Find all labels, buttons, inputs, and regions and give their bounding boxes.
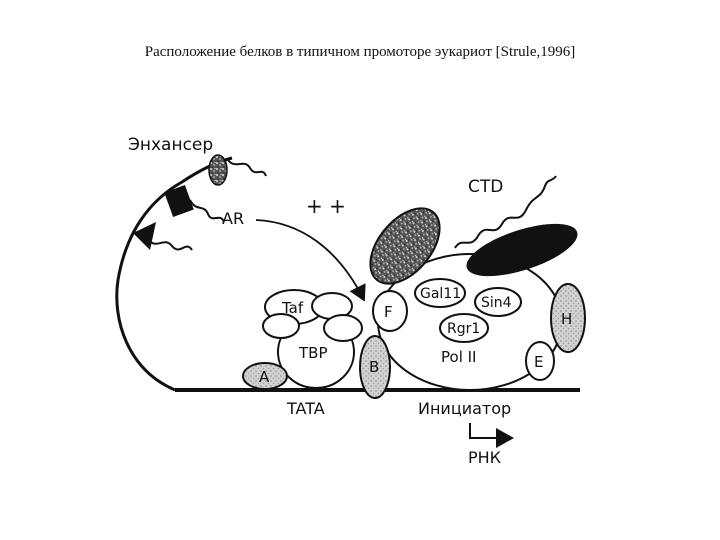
factor-h-label: H	[561, 310, 572, 328]
activation-domain-2	[189, 199, 225, 223]
factor-f-label: F	[384, 303, 393, 321]
gal11-oval	[414, 278, 466, 308]
activation-domain-3	[227, 159, 267, 177]
activation-arrow	[255, 219, 366, 302]
speckled-factor	[369, 207, 441, 285]
pol-ii-label: Pol II	[441, 348, 476, 366]
factor-f	[372, 290, 408, 332]
sin4-oval	[474, 287, 522, 317]
sin4-label: Sin4	[481, 295, 512, 311]
plus-signs: + +	[306, 194, 346, 218]
rgr1-oval	[439, 313, 489, 343]
factor-b	[359, 335, 391, 399]
transcription-start-arrow	[469, 423, 514, 448]
taf-oval-3	[262, 313, 300, 339]
factor-e	[525, 341, 555, 381]
gal11-label: Gal11	[420, 286, 461, 302]
taf-label: Taf	[281, 299, 304, 317]
taf-oval-4	[323, 314, 363, 342]
factor-a-label: A	[259, 368, 270, 386]
enhancer-protein-speckled	[208, 154, 228, 186]
factor-e-label: E	[534, 353, 543, 371]
ctd-black-protein	[466, 223, 578, 277]
tbp-label: TBP	[298, 344, 328, 362]
enhancer-label: Энхансер	[128, 135, 213, 155]
ctd-label: CTD	[468, 177, 503, 197]
rna-label: РНК	[468, 448, 502, 467]
tata-label: TATA	[286, 399, 325, 418]
enhancer-protein-block	[164, 185, 194, 217]
factor-a	[242, 362, 288, 390]
factor-b-label: B	[369, 358, 379, 376]
dna-loop	[115, 156, 233, 392]
diagram-caption: Расположение белков в типичном промоторе…	[144, 44, 576, 60]
activation-domain-1	[147, 239, 193, 251]
ctd-tail	[454, 175, 557, 249]
rgr1-label: Rgr1	[447, 321, 480, 337]
initiator-label: Инициатор	[418, 399, 511, 418]
activator-label: AR	[222, 209, 244, 228]
factor-h	[550, 283, 586, 353]
